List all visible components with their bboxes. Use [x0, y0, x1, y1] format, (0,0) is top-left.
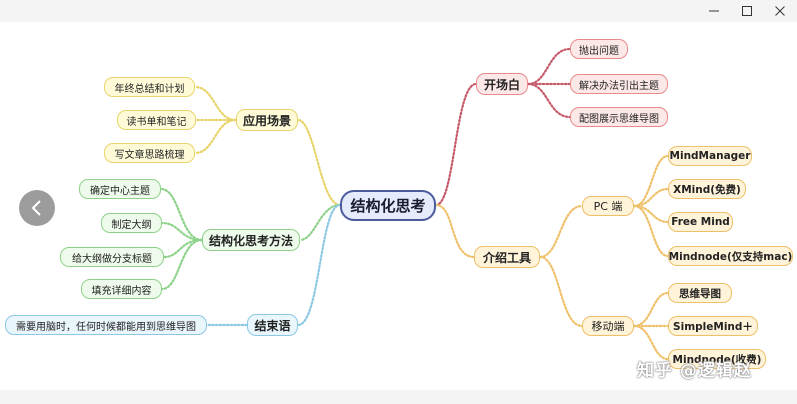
- leaf-mindmap-app: 思维导图: [668, 283, 732, 303]
- window-titlebar: [0, 0, 797, 22]
- minimize-button[interactable]: [697, 0, 731, 22]
- branch-tools: 介绍工具: [474, 246, 540, 268]
- leaf-mindnode-mac: Mindnode(仅支持mac): [668, 246, 793, 266]
- leaf-mindnode-paid: Mindnode(收费): [668, 349, 766, 369]
- close-button[interactable]: [763, 0, 797, 22]
- leaf-conclusion-text: 需要用脑时，任何时候都能用到思维导图: [5, 315, 207, 335]
- maximize-icon: [742, 6, 752, 16]
- sub-mobile: 移动端: [582, 316, 634, 336]
- image-viewer-stage: 结构化思考 应用场景 年终总结和计划 读书单和笔记 写文章思路梳理 结构化思考方…: [0, 22, 797, 390]
- watermark: 知乎 @逻辑赵: [637, 361, 752, 381]
- leaf-show-mindmap: 配图展示思维导图: [570, 107, 668, 127]
- maximize-button[interactable]: [730, 0, 764, 22]
- branch-method: 结构化思考方法: [202, 229, 300, 251]
- root-node: 结构化思考: [340, 190, 436, 221]
- leaf-writing-outline: 写文章思路梳理: [104, 143, 195, 163]
- close-icon: [775, 6, 785, 16]
- minimize-icon: [709, 10, 719, 12]
- leaf-pose-question: 抛出问题: [570, 39, 628, 59]
- viewer-bottom-bar: [0, 390, 797, 404]
- previous-image-button[interactable]: [19, 190, 55, 226]
- leaf-fill-details: 填充详细内容: [81, 279, 162, 299]
- leaf-central-topic: 确定中心主题: [79, 179, 161, 199]
- leaf-simplemind: SimpleMind＋: [668, 316, 758, 336]
- leaf-xmind: XMind(免费): [668, 179, 746, 199]
- branch-conclusion: 结束语: [247, 314, 298, 336]
- branch-scenarios: 应用场景: [236, 109, 298, 131]
- leaf-solution-topic: 解决办法引出主题: [570, 74, 668, 94]
- branch-opening: 开场白: [476, 73, 528, 95]
- leaf-mindmanager: MindManager: [668, 146, 752, 166]
- leaf-branch-titles: 给大纲做分支标题: [60, 247, 164, 267]
- leaf-reading-notes: 读书单和笔记: [117, 110, 196, 130]
- leaf-outline: 制定大纲: [101, 213, 162, 233]
- leaf-annual-summary: 年终总结和计划: [104, 77, 195, 97]
- mindmap-connectors: [159, 47, 670, 361]
- leaf-freemind: Free Mind: [668, 212, 733, 232]
- sub-pc: PC 端: [582, 196, 634, 216]
- chevron-left-icon: [31, 200, 41, 216]
